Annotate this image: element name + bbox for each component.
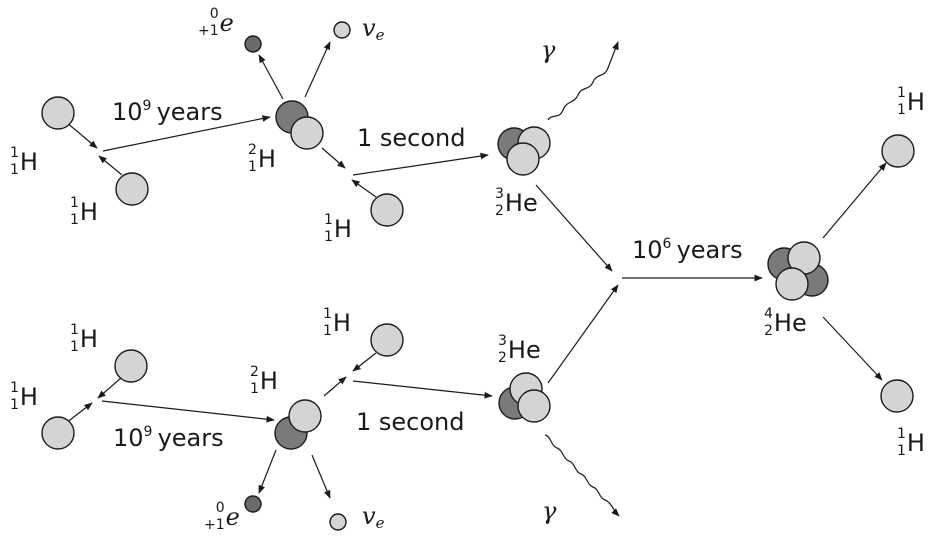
neutrino-label-bot: ve: [362, 502, 385, 532]
arrow-neutrino-top: [304, 41, 331, 98]
gamma-label-top: γ: [541, 36, 556, 64]
step-label-top-capture: 1 second: [357, 124, 466, 152]
arrow-bot-capture: [352, 380, 493, 399]
arrow-bot-fusion: [101, 400, 275, 423]
proton-top-lower: [115, 172, 149, 206]
positron-bot: [244, 495, 262, 513]
arrow-h1-bot-upper-approach: [97, 377, 122, 399]
arrow-h1-bot-left-approach: [65, 402, 93, 424]
proton-out-bot: [880, 379, 914, 413]
arrow-he3-top-to-merge: [535, 184, 613, 272]
reaction-arrows: [65, 41, 887, 517]
he4-proton-b: [775, 267, 809, 301]
step-label-bot-fusion: 109 years: [113, 424, 224, 452]
arrow-h1-out-bot: [822, 316, 883, 381]
arrow-h1-bot-right-approach: [352, 352, 377, 372]
deuteron-bot-proton: [288, 399, 322, 433]
particles: [41, 21, 915, 531]
proton-bot-left: [41, 416, 75, 450]
arrow-h1-top-approach-b: [98, 155, 123, 176]
arrow-h1-top-right-approach: [351, 179, 377, 198]
neutrino-top: [333, 21, 351, 39]
deuteron-top-proton: [290, 116, 324, 150]
step-label-top-fusion: 109 years: [112, 98, 223, 126]
gamma-label-bot: γ: [542, 497, 557, 525]
proton-top-right: [370, 193, 404, 227]
proton-out-top: [881, 134, 915, 168]
arrow-h1-out-top: [822, 162, 887, 239]
proton-bot-upper: [114, 349, 148, 383]
proton-top-left: [41, 96, 75, 130]
proton-bot-right: [370, 323, 404, 357]
step-label-he-fusion: 106 years: [632, 236, 743, 264]
step-label-bot-capture: 1 second: [356, 408, 465, 436]
arrow-h2-bot-approach: [323, 376, 347, 397]
arrow-h2-top-approach: [321, 147, 346, 169]
positron-top: [244, 35, 262, 53]
he3-top-proton-b: [506, 142, 540, 176]
arrow-he3-bot-to-merge: [547, 284, 619, 384]
gamma-wave-top: [547, 41, 619, 121]
arrow-positron-bot: [258, 449, 277, 494]
neutrino-bot: [329, 513, 347, 531]
arrow-neutrino-bot: [311, 454, 331, 499]
gamma-wave-bot: [544, 434, 620, 517]
arrow-top-fusion: [102, 115, 271, 152]
he3-bot-proton-b: [517, 389, 551, 423]
arrow-positron-top: [258, 54, 284, 100]
neutrino-label-top: ve: [362, 14, 385, 44]
arrow-top-capture: [352, 152, 489, 176]
arrow-h1-top-approach-a: [65, 121, 98, 149]
